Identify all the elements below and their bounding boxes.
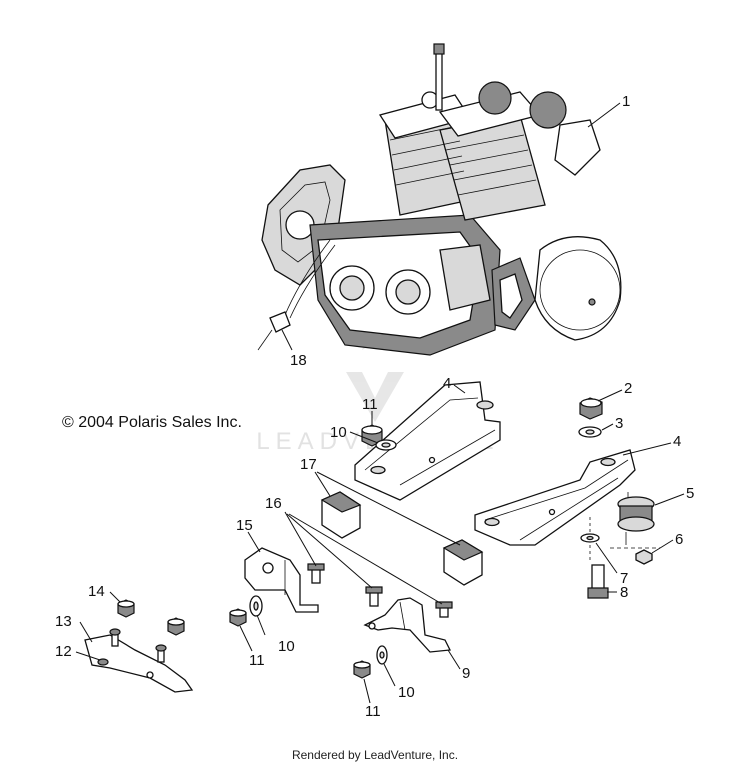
bolt-8: [587, 564, 609, 599]
callout-9: 9: [462, 665, 470, 682]
nut-14a: [117, 599, 135, 618]
callout-17: 17: [300, 456, 317, 473]
callout-5: 5: [686, 485, 694, 502]
callout-14: 14: [88, 583, 105, 600]
callout-16: 16: [265, 495, 282, 512]
callout-18: 18: [290, 352, 307, 369]
callout-10-left: 10: [278, 638, 295, 655]
callout-11-top: 11: [362, 396, 378, 413]
callout-11-bottom: 11: [365, 703, 381, 720]
callout-11-left: 11: [249, 652, 265, 669]
copyright-text: © 2004 Polaris Sales Inc.: [62, 414, 242, 431]
bracket-15: [244, 547, 319, 613]
leader-lines: [75, 102, 685, 704]
mount-block-17b: [442, 539, 484, 586]
nut-6: [610, 547, 660, 565]
nut-14b: [167, 617, 185, 636]
bracket-13: [84, 628, 194, 693]
washer-10-left: [249, 595, 263, 617]
callout-8: 8: [620, 584, 628, 601]
callout-15: 15: [236, 517, 253, 534]
screw-12: [97, 658, 109, 666]
mount-block-17a: [320, 491, 362, 539]
bolt-16c: [435, 601, 453, 618]
nut-2: [579, 397, 603, 420]
callout-4-lower: 4: [673, 433, 681, 450]
nut-11-bottom: [353, 660, 371, 679]
bracket-9: [363, 597, 452, 653]
callout-1: 1: [622, 93, 630, 110]
callout-10-top: 10: [330, 424, 347, 441]
washer-3: [578, 426, 602, 438]
bolt-16a: [307, 563, 325, 584]
callout-4-upper: 4: [443, 375, 451, 392]
callout-13: 13: [55, 613, 72, 630]
nut-11-left: [229, 608, 247, 627]
callout-10-bottom: 10: [398, 684, 415, 701]
bolt-16b: [365, 586, 383, 607]
callout-7: 7: [620, 570, 628, 587]
rubber-mount-5: [617, 492, 655, 545]
engine: [257, 43, 622, 356]
callout-labels: 1 2 3 4 4 5 6 7 8 9 10 10 10 11 11 11 12…: [55, 93, 694, 720]
bracket-4-lower: [474, 449, 636, 546]
callout-3: 3: [615, 415, 623, 432]
callout-12: 12: [55, 643, 72, 660]
washer-10-top: [375, 439, 397, 451]
washer-10-bottom: [376, 645, 388, 665]
callout-2: 2: [624, 380, 632, 397]
callout-6: 6: [675, 531, 683, 548]
washer-7: [580, 517, 600, 560]
footer-credit: Rendered by LeadVenture, Inc.: [291, 748, 459, 762]
